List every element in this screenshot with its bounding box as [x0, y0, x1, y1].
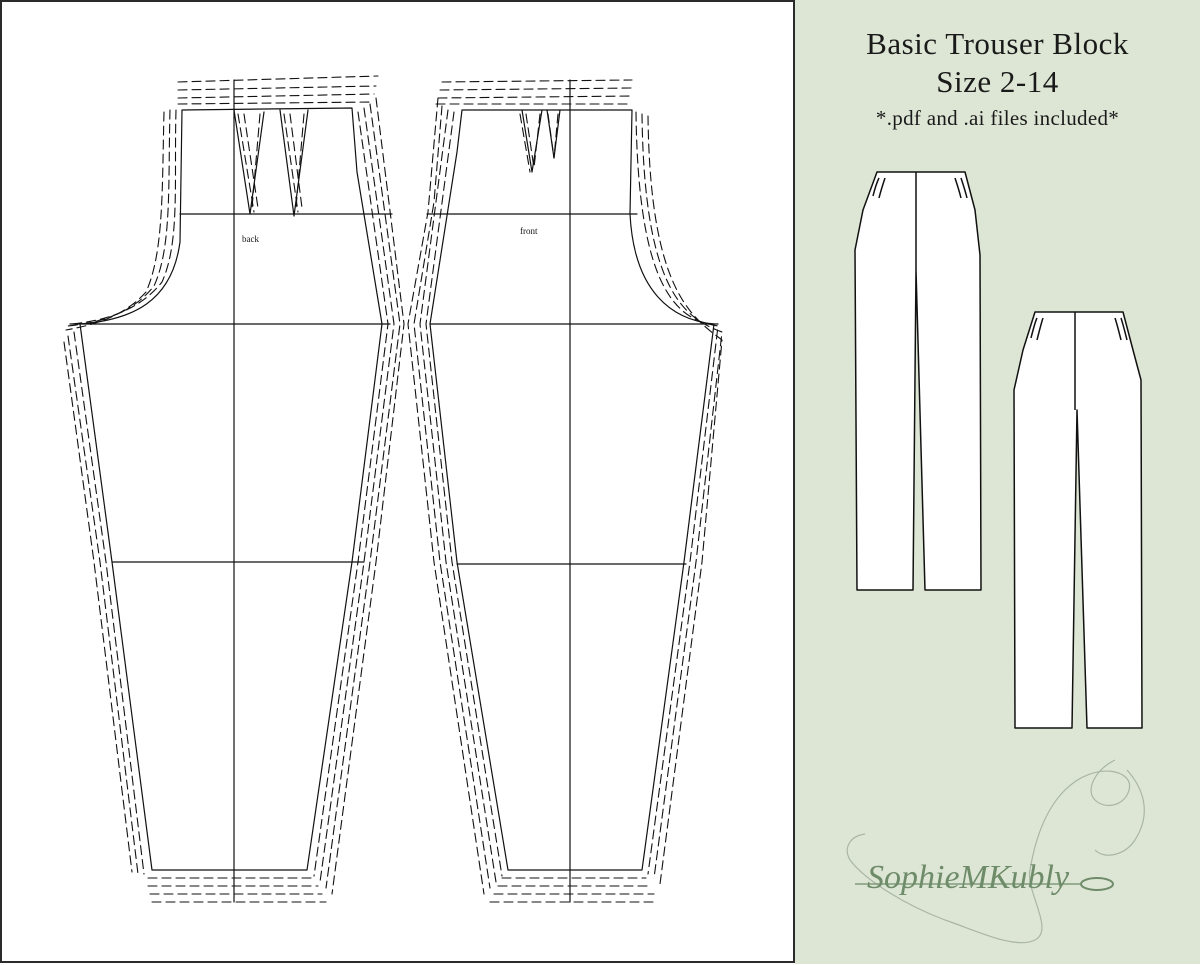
product-title: Basic Trouser Block: [866, 26, 1129, 61]
needle-icon: [855, 877, 1114, 891]
size-range: Size 2-14: [936, 64, 1059, 99]
front-piece-outline: [429, 109, 715, 871]
front-seam-allowance: [407, 79, 723, 903]
back-piece-outline: [79, 107, 383, 871]
brand-logo: SophieMKubly: [867, 859, 1070, 896]
pattern-panel: back front: [0, 0, 795, 963]
logo-swirl: [846, 759, 1145, 944]
file-formats-note: *.pdf and .ai files included*: [875, 106, 1120, 130]
trouser-flat-large: [854, 171, 982, 591]
trouser-illustrations: SophieMKubly: [846, 171, 1145, 944]
back-dart-1: [233, 109, 265, 215]
back-seam-allowance: [63, 75, 405, 903]
pattern-drawing: back front: [63, 75, 723, 903]
back-piece-label: back: [242, 234, 259, 244]
front-pattern-piece: [426, 79, 719, 903]
info-panel: Basic Trouser Block Size 2-14 *.pdf and …: [795, 0, 1200, 964]
front-piece-label: front: [520, 226, 538, 236]
back-dart-2: [279, 109, 309, 217]
back-pattern-piece: [69, 79, 393, 903]
trouser-flat-small: [1013, 311, 1143, 729]
